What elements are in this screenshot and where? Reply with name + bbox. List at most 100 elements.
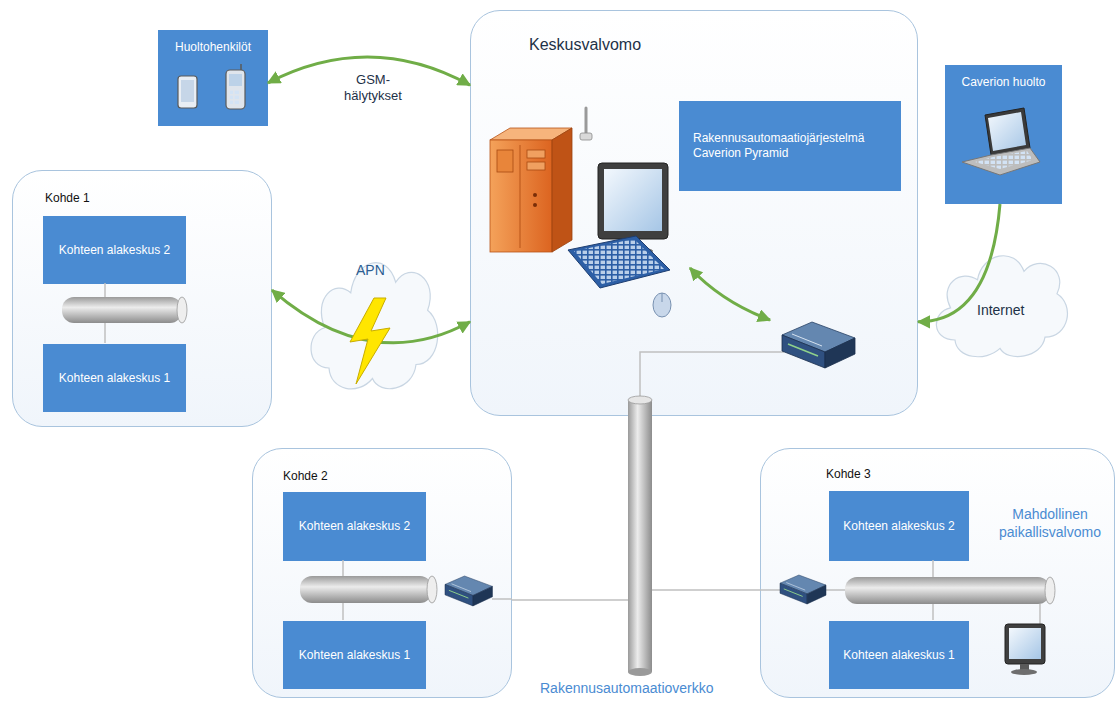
blue-box: Kohteen alakeskus 1 [829,621,969,689]
phone-icons [178,76,197,108]
phone-icons [240,64,242,70]
phone-icons [229,74,242,86]
site-heading: Kohde 1 [45,191,261,206]
site-panel: Kohde 1 Kohteen alakeskus 2 Kohteen alakes… [12,170,272,427]
cloud-shape: Internet [925,228,1075,368]
server-tower [533,203,537,207]
box-label: Kohteen alakeskus 2 [289,519,420,534]
box-label: Caverion huolto [949,75,1058,90]
free-label: Mahdollinen paikallisvalvomo [985,506,1115,541]
lightning-bolt [350,298,390,384]
phone-icons [181,80,194,102]
monitor [598,163,668,239]
computer-router-arrow [690,268,770,320]
free-label: Rakennusautomaatioverkko [540,680,740,698]
network-pipe [845,577,1050,604]
network-pipe [628,668,652,676]
cloud-outline [925,228,1075,368]
keyboard [568,236,670,288]
phone-icons [178,64,245,109]
network-pipe [62,297,182,323]
network-pipe [628,396,652,404]
network-pipe [177,297,187,323]
lightning-bolt [350,298,390,384]
laptop-icon [962,148,1040,175]
network-wires [760,560,933,620]
antenna [585,108,588,134]
blue-box: Kohteen alakeskus 1 [283,621,426,689]
connection-arrow [272,290,470,343]
router [780,575,826,604]
phone-icons [226,70,245,109]
local-monitor [1009,628,1041,659]
keyboard [568,236,670,288]
server-tower [497,150,513,172]
edge-label: GSM-hälytykset [333,72,413,105]
cloud-shape: APN [300,228,445,403]
box-label: Kohteen alakeskus 1 [835,648,963,663]
laptop-icon [962,108,1040,175]
phone-icons [230,90,241,105]
site-panel: KeskusvalvomoRakennusautomaatiojärjestel… [470,10,918,416]
server-tower [527,162,545,170]
box-label: Kohteen alakeskus 2 [835,519,963,534]
network-pipe [62,297,1055,676]
keyboard [574,239,664,284]
site-heading: Keskusvalvomo [529,35,907,55]
network-line [512,416,640,600]
cloud-outline [300,228,445,403]
server-tower [533,193,537,197]
server-tower [490,128,572,252]
site-heading: Kohde 2 [283,469,501,484]
network-pipe [427,576,437,603]
mouse [653,293,671,317]
box-label: Kohteen alakeskus 1 [49,371,180,386]
computer-router-arrow [690,268,770,320]
box-label: Huoltohenkilöt [162,40,264,55]
local-monitor [1005,624,1045,664]
blue-box: Huoltohenkilöt [158,30,268,126]
box-label: Rakennusautomaatiojärjestelmä Caverion P… [693,131,891,161]
server-tower [520,145,521,248]
network-wires [104,283,106,343]
monitor [613,247,653,255]
network-pipe [628,400,652,672]
network-wires [343,560,512,620]
router [445,322,855,606]
site-panel: Kohde 2 Kohteen alakeskus 2 Kohteen alakes… [252,448,512,698]
antenna [580,108,592,140]
server-tower [490,128,572,140]
local-monitor [1020,664,1029,670]
laptop-icon [988,112,1026,151]
router [782,322,855,368]
router [445,576,492,606]
monitor [604,169,662,231]
site-heading: Kohde 3 [826,467,1104,482]
blue-box: Rakennusautomaatiojärjestelmä Caverion P… [679,101,901,191]
blue-box: Kohteen alakeskus 2 [43,216,186,284]
box-label: Kohteen alakeskus 2 [49,243,180,258]
local-monitor [1011,669,1037,675]
site-panel: Kohde 3 Kohteen alakeskus 2 Kohteen alakes… [760,448,1115,698]
network-label: APN [356,262,441,280]
network-pipe [1045,577,1055,604]
local-monitor [1005,624,1045,675]
server-tower [527,150,545,158]
blue-box: Kohteen alakeskus 2 [829,491,969,561]
laptop-icon [985,108,1030,155]
network-pipe [300,576,432,603]
network-wires [1039,604,1041,624]
server-tower [552,128,572,252]
network-wires [105,283,1040,624]
blue-box: Kohteen alakeskus 2 [283,492,426,561]
connection-arrow [918,204,1000,322]
cloud-outline [311,263,438,389]
network-line [640,416,760,590]
monitor [626,239,640,249]
network-wires [640,352,784,400]
box-label: Kohteen alakeskus 1 [289,648,420,663]
mouse [653,293,671,317]
monitor [598,163,668,255]
